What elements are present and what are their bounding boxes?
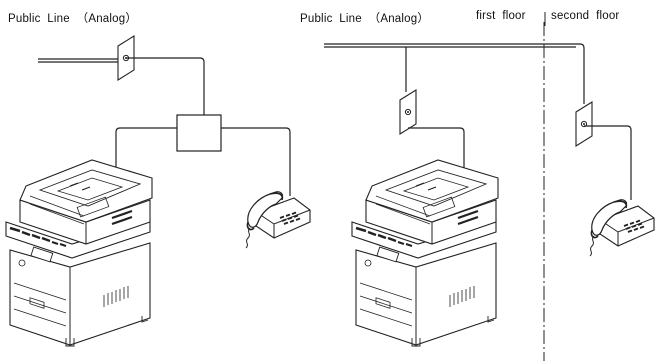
right-public-line-label: Public Line （Analog）	[300, 13, 430, 25]
left-mfp-icon	[4, 158, 154, 348]
right-mfp-icon	[350, 158, 500, 348]
left-diagram	[4, 35, 311, 348]
second-floor-label: second floor	[551, 10, 620, 22]
right-diagram	[324, 12, 655, 361]
left-telephone-icon	[245, 190, 311, 249]
left-public-line-label: Public Line （Analog）	[8, 13, 138, 25]
left-jack-to-splitter-line	[126, 57, 205, 115]
right-public-line	[324, 43, 585, 104]
right-telephone-icon	[589, 198, 655, 257]
first-floor-label: first floor	[476, 10, 526, 22]
splitter-to-phone-line	[221, 127, 291, 196]
splitter-to-mfp-line	[115, 127, 177, 182]
splitter-box-icon	[176, 114, 222, 152]
left-public-line	[38, 58, 118, 63]
second-floor-jack-to-phone-line	[584, 125, 632, 200]
first-floor-jack-to-mfp-line	[408, 127, 465, 186]
second-floor-wall-jack-icon	[575, 101, 593, 147]
